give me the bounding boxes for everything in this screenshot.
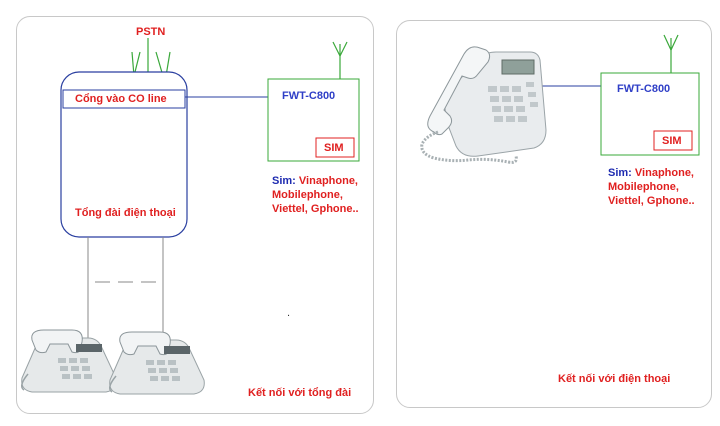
caption-left: Kết nối với tổng đài <box>248 387 352 399</box>
co-line-label: Cổng vào CO line <box>75 93 167 105</box>
fwt-label-right: FWT-C800 <box>617 83 671 95</box>
sim-list-left: Sim: Vinaphone, Mobilephone, Viettel, Gp… <box>272 174 359 216</box>
sim-list-line1: Vinaphone, <box>634 167 694 179</box>
sim-list-line2: Mobilephone, <box>608 181 679 193</box>
stray-mark: . <box>287 307 291 319</box>
desk-phone-icon-2 <box>109 331 205 395</box>
sim-list-right: Sim: Vinaphone, Mobilephone, Viettel, Gp… <box>608 166 695 208</box>
sim-box-left <box>315 137 355 158</box>
sim-list-line2: Mobilephone, <box>272 189 343 201</box>
pbx-phone-lines <box>87 237 164 340</box>
fwt-label-left: FWT-C800 <box>282 90 336 102</box>
sim-list-prefix: Sim: <box>272 175 296 187</box>
pbx-box <box>60 71 188 238</box>
pstn-label: PSTN <box>136 26 166 38</box>
sim-list-line3: Viettel, Gphone.. <box>272 203 359 215</box>
desk-phone-icon-large <box>420 46 547 164</box>
antenna-icon-left <box>332 41 348 79</box>
antenna-icon-right <box>663 34 679 73</box>
caption-right: Kết nối với điện thoại <box>558 373 671 385</box>
desk-phone-icon-1 <box>21 329 117 393</box>
sim-list-prefix: Sim: <box>608 167 632 179</box>
co-line-port-box <box>62 89 186 109</box>
sim-label-right: SIM <box>662 135 682 147</box>
sim-list-line1: Vinaphone, <box>298 175 358 187</box>
sim-box-right <box>653 130 693 151</box>
sim-list-line3: Viettel, Gphone.. <box>608 195 695 207</box>
sim-label-left: SIM <box>324 142 344 154</box>
pbx-label: Tổng đài điện thoại <box>75 207 176 219</box>
